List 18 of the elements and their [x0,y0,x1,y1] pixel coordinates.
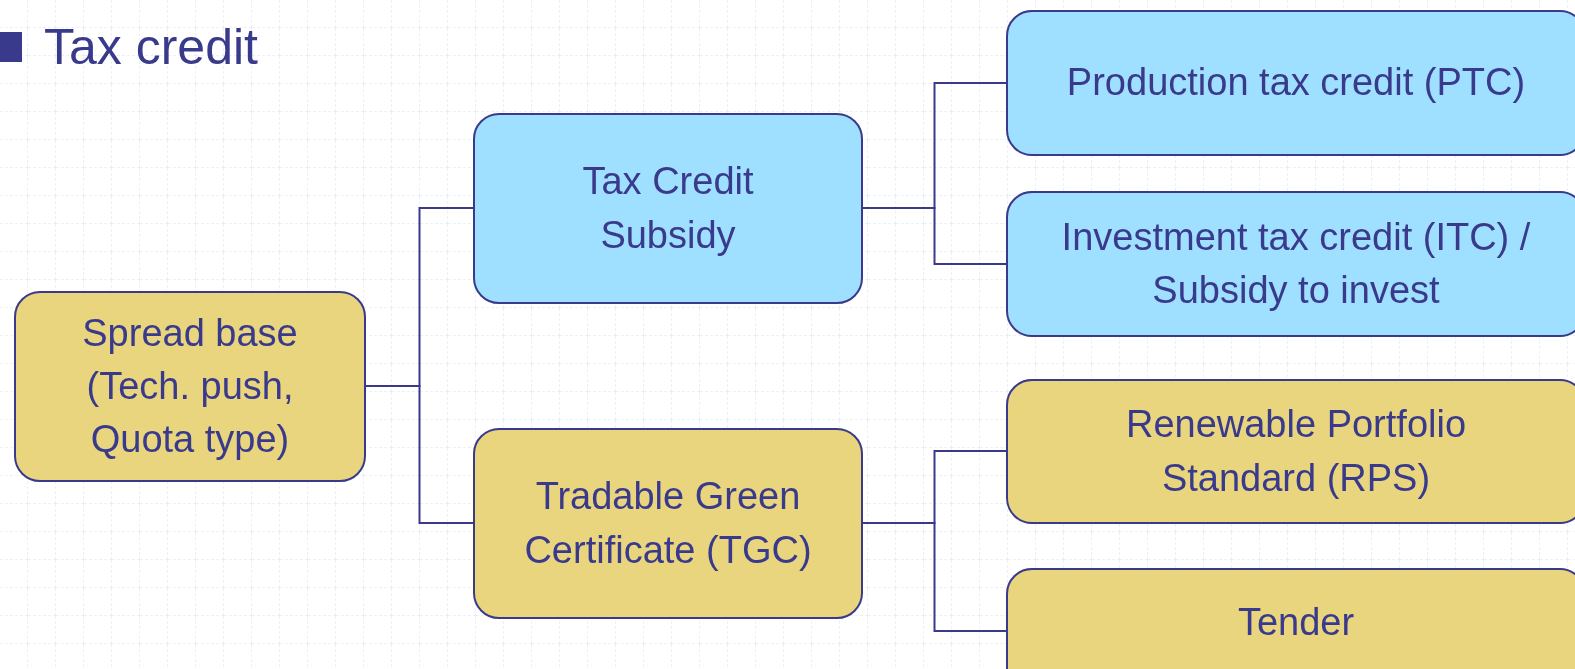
box-label: Spread base (Tech. push, Quota type) [81,310,299,463]
box-label: Renewable Portfolio Standard (RPS) [1124,402,1468,501]
rounded-box [473,113,863,304]
rounded-box [1006,379,1575,524]
box-label: Tax Credit Subsidy [581,159,755,258]
box-label: Tradable Green Certificate (TGC) [523,474,813,573]
rounded-box [473,428,863,619]
connector-line [862,522,1007,632]
rounded-box [1006,10,1575,156]
connector-line [862,207,1007,265]
box-label: Tender [1237,600,1355,646]
rounded-box [14,291,366,482]
rounded-box [1006,191,1575,337]
connector-line [365,385,474,524]
box-label: Investment tax credit (ITC) / Subsidy to invest [1060,214,1532,313]
title: Tax credit [44,22,258,72]
rounded-box [1006,568,1575,669]
box-label: Production tax credit (PTC) [1066,60,1526,106]
